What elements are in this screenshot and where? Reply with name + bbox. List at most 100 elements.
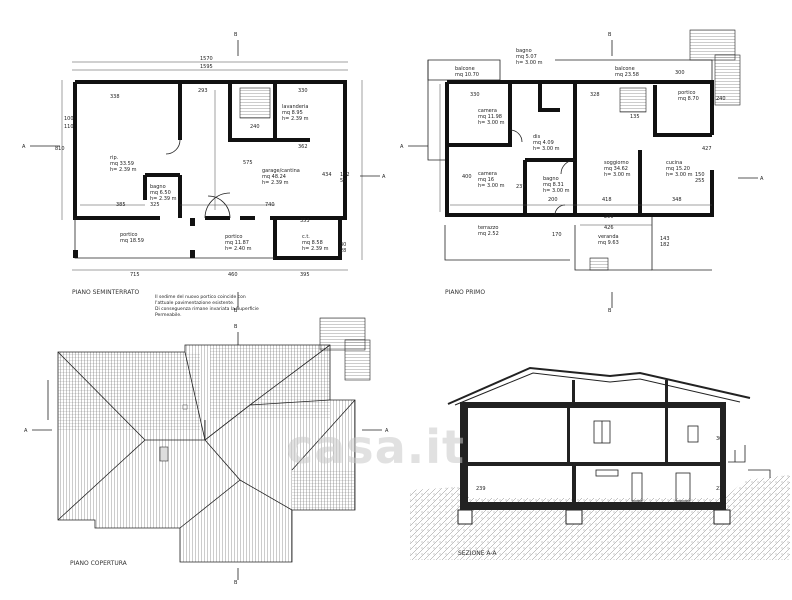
label-text: balcone	[615, 66, 635, 72]
label-text: h= 3.00 m	[516, 60, 543, 66]
label-text: portico	[120, 232, 137, 238]
label-text: l'attuale pavimentazione esistente.	[155, 300, 234, 306]
label-text: B	[234, 308, 238, 314]
room-garage: garage/cantina mq 48.24 h= 2.39 m	[262, 168, 300, 186]
basement-plan: rip. mq 33.59 h= 2.39 m bagno mq 6.50 h=…	[55, 56, 363, 318]
label-text: B	[608, 32, 612, 38]
label-text: mq 23.58	[615, 72, 639, 78]
label-text: mq 11.98	[478, 114, 502, 120]
label-text: bagno	[543, 176, 559, 182]
label-text: 330	[298, 88, 308, 94]
label-text: 418	[602, 197, 612, 203]
room-ripostiglio: rip. mq 33.59 h= 2.39 m	[110, 155, 137, 173]
label-text: garage/cantina	[262, 168, 300, 174]
label-text: h= 2.39 m	[262, 180, 289, 186]
label-text: mq 8.31	[543, 182, 564, 188]
label-text: 400	[462, 174, 472, 180]
label-text: 293	[198, 88, 208, 94]
label-text: 810	[55, 146, 65, 152]
label-text: 740	[265, 202, 275, 208]
basement-title: PIANO SEMINTERRATO	[72, 289, 139, 296]
label-text: cucina	[666, 160, 682, 166]
roof-title: PIANO COPERTURA	[70, 560, 128, 567]
label-text: A	[22, 144, 26, 150]
label-text: 338	[110, 94, 120, 100]
label-text: 330	[470, 92, 480, 98]
label-text: 1570	[200, 56, 213, 62]
label-text: mq 33.59	[110, 161, 134, 167]
label-text: A	[760, 176, 764, 182]
label-text: h= 3.00 m	[478, 120, 505, 126]
label-text: A	[400, 144, 404, 150]
label-text: c.t.	[302, 234, 310, 240]
label-text: 239	[476, 486, 486, 492]
label-text: 328	[590, 92, 600, 98]
section-title: SEZIONE A-A	[458, 550, 497, 557]
label-text: dis	[533, 134, 541, 140]
label-text: mq 9.63	[598, 240, 619, 246]
label-text: h= 2.39 m	[110, 167, 137, 173]
room-veranda: veranda mq 9.63	[598, 234, 619, 246]
label-text: h= 2.39 m	[282, 116, 309, 122]
watermark: casa.it	[286, 420, 465, 474]
room-bagno-1: bagno mq 5.07 h= 3.00 m	[516, 48, 543, 66]
label-text: A	[24, 428, 28, 434]
section-dimensions: 300 239 239	[476, 436, 726, 492]
label-text: terrazzo	[478, 225, 498, 231]
label-text: 200	[548, 197, 558, 203]
label-text: 426	[604, 225, 614, 231]
basement-dimensions: 1570 1595 715 460 395 810 338 293 330 24…	[55, 56, 350, 278]
label-text: mq 6.50	[150, 190, 171, 196]
label-text: mq 8.70	[678, 96, 699, 102]
label-text: mq 8.58	[302, 240, 323, 246]
label-text: 325	[150, 202, 160, 208]
label-text: 143	[660, 236, 670, 242]
roof-plan: PIANO COPERTURA	[47, 317, 371, 567]
label-text: A	[385, 428, 389, 434]
label-text: Il sedime del nuovo portico coincide con	[155, 294, 246, 300]
label-text: portico	[225, 234, 242, 240]
label-text: mq 2.52	[478, 231, 499, 237]
label-text: 575	[243, 160, 253, 166]
label-text: 152	[340, 172, 350, 178]
first-floor-title: PIANO PRIMO	[445, 289, 485, 296]
label-text: 427	[702, 146, 712, 152]
label-text: h= 3.00 m	[666, 172, 693, 178]
label-text: bagno	[516, 48, 532, 54]
label-text: h= 2.39 m	[150, 196, 177, 202]
label-text: lavanderia	[282, 104, 308, 110]
label-text: 170	[552, 232, 562, 238]
label-text: 239	[716, 486, 726, 492]
label-text: balcone	[455, 66, 475, 72]
label-text: mq 16	[478, 177, 494, 183]
label-text: 30	[340, 242, 346, 248]
label-text: mq 5.07	[516, 54, 537, 60]
room-terrazzo: terrazzo mq 2.52	[478, 225, 499, 237]
label-text: 353	[300, 218, 310, 224]
section-markers: A A A A A A B B B B B B	[22, 32, 764, 586]
label-text: 460	[228, 272, 238, 278]
room-cucina: cucina mq 15.20 h= 3.00 m	[666, 160, 693, 178]
label-text: 255	[695, 178, 705, 184]
room-ct: c.t. mq 8.58 h= 2.39 m	[302, 234, 329, 252]
label-text: B	[234, 324, 238, 330]
first-floor-dimensions: 300 328 135 330 400 237 200 418 348 426 …	[462, 70, 726, 248]
label-text: 1595	[200, 64, 213, 70]
label-text: soggiorno	[604, 160, 629, 166]
label-text: mq 18.59	[120, 238, 144, 244]
label-text: Permeabile.	[155, 312, 182, 318]
room-soggiorno: soggiorno mq 34.62 h= 3.00 m	[604, 160, 631, 178]
label-text: mq 48.24	[262, 174, 286, 180]
label-text: 715	[130, 272, 140, 278]
label-text: 28	[340, 248, 346, 254]
label-text: A	[382, 174, 386, 180]
room-bagno-2: bagno mq 8.31 h= 3.00 m	[543, 176, 570, 194]
room-portico-2: portico mq 11.87 h= 2.40 m	[225, 234, 252, 252]
label-text: 348	[672, 197, 682, 203]
label-text: mq 10.70	[455, 72, 479, 78]
room-camera-2: camera mq 16 h= 3.00 m	[478, 171, 505, 189]
label-text: camera	[478, 108, 497, 114]
label-text: h= 3.00 m	[478, 183, 505, 189]
label-text: B	[234, 580, 238, 586]
